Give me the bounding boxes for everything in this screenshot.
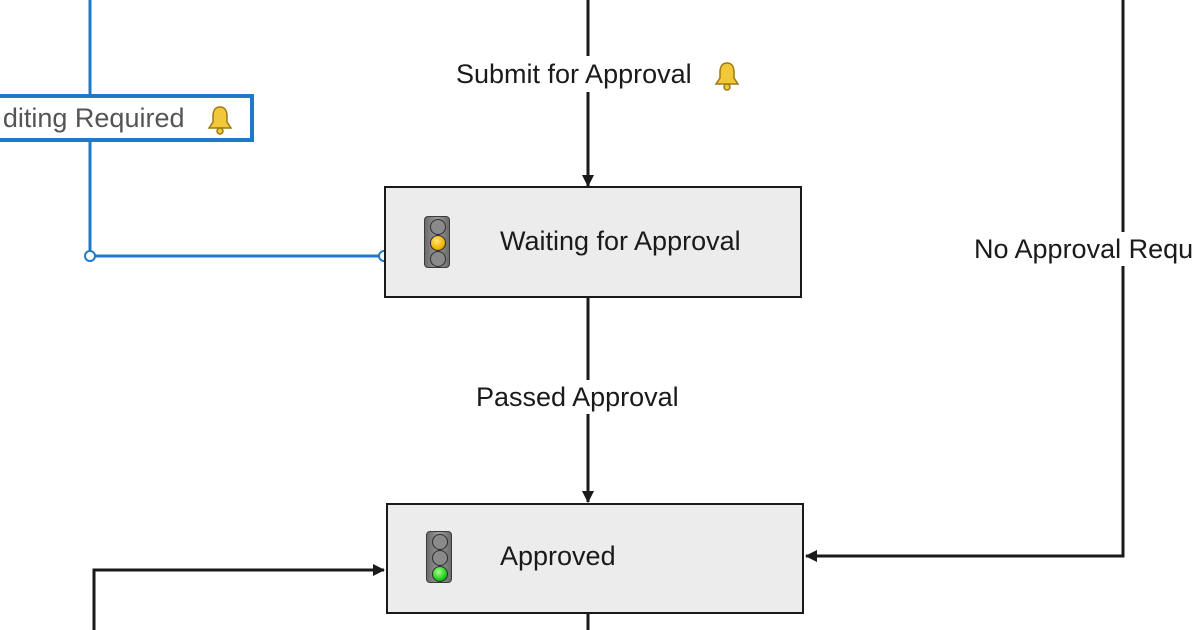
bell-icon <box>714 62 740 91</box>
bell-icon <box>207 106 233 135</box>
editing-required-label[interactable]: diting Required <box>0 94 254 142</box>
traffic-light-green-icon <box>426 531 452 583</box>
no-approval-label[interactable]: No Approval Requ <box>970 232 1194 266</box>
state-approved-label: Approved <box>500 541 616 571</box>
no-approval-text: No Approval Requ <box>974 234 1194 264</box>
connector-start-handle[interactable] <box>84 250 96 262</box>
lamp-bottom <box>432 566 448 582</box>
state-waiting-label: Waiting for Approval <box>500 226 741 256</box>
state-approved[interactable]: Approved <box>386 503 804 614</box>
state-waiting-for-approval[interactable]: Waiting for Approval <box>384 186 802 298</box>
passed-approval-text: Passed Approval <box>476 382 679 412</box>
passed-approval-label[interactable]: Passed Approval <box>472 380 683 414</box>
lamp-middle <box>432 550 448 566</box>
lamp-middle <box>430 235 446 251</box>
lamp-bottom <box>430 251 446 267</box>
left-return-connector[interactable] <box>92 564 385 630</box>
traffic-light-yellow-icon <box>424 216 450 268</box>
submit-approval-label[interactable]: Submit for Approval <box>452 56 746 92</box>
lamp-top <box>430 219 446 235</box>
lamp-top <box>432 534 448 550</box>
editing-required-text: diting Required <box>2 103 185 133</box>
no-approval-connector[interactable] <box>805 0 1125 562</box>
submit-approval-text: Submit for Approval <box>456 59 692 89</box>
